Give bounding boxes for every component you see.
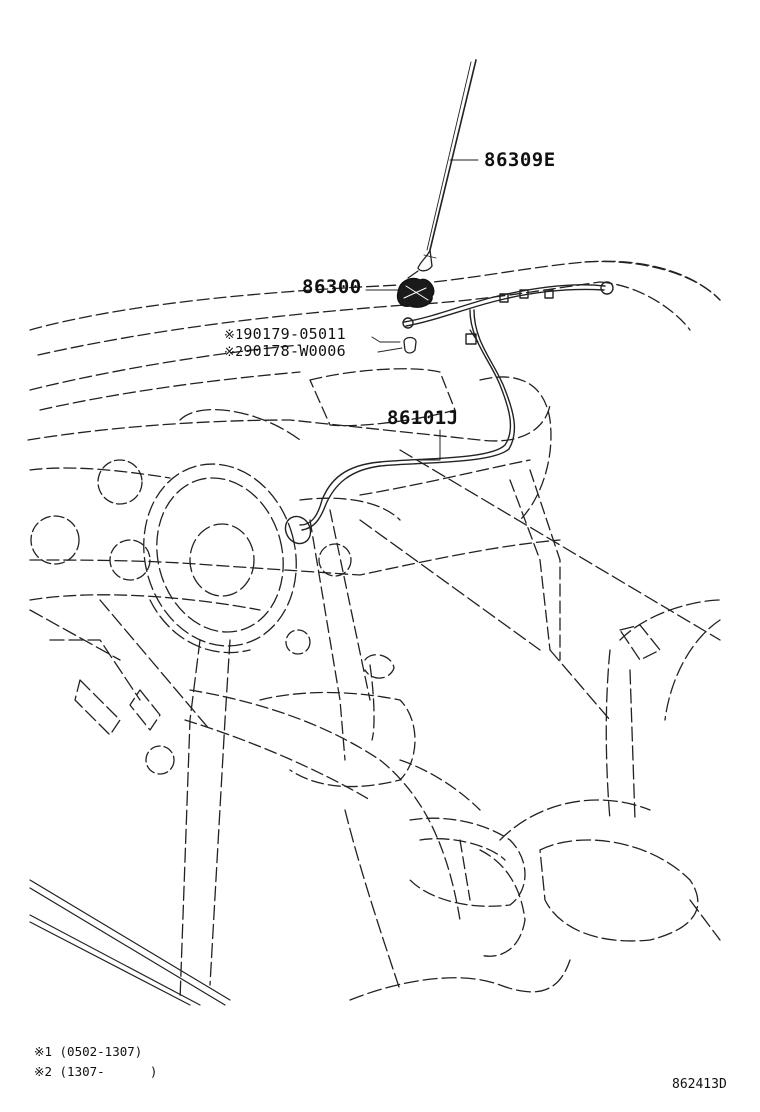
fastener-number: 90178-W0006 (243, 342, 346, 360)
part-label-86101j: 86101J (387, 407, 459, 429)
gauge-cluster (30, 459, 352, 775)
fastener-ref-1: ※190179-05011 (224, 325, 346, 343)
footnote-2: ※2 (1307- ) (34, 1064, 158, 1079)
footnote-mark: ※1 (34, 1044, 52, 1059)
footnote-range: (0502-1307) (59, 1044, 143, 1059)
center-console (184, 509, 526, 957)
leader-lines (365, 159, 479, 461)
floor-outline (29, 599, 211, 736)
lower-left-rails (29, 879, 231, 1006)
dashboard-top-outline (29, 260, 721, 411)
grommet (403, 336, 417, 354)
footnote-range: (1307- ) (59, 1064, 158, 1079)
dashboard-body (27, 368, 561, 661)
steering-wheel (143, 408, 301, 1001)
fastener-mark: ※2 (224, 345, 244, 360)
antenna-rod (417, 59, 477, 272)
part-label-86309e: 86309E (484, 149, 556, 171)
seat-outline (344, 449, 721, 1001)
antenna-cord (284, 281, 614, 545)
fastener-ref-2: ※290178-W0006 (224, 342, 346, 360)
figure-code: 862413D (672, 1077, 727, 1092)
fastener-mark: ※1 (224, 328, 244, 343)
footnote-mark: ※2 (34, 1064, 52, 1079)
footnote-1: ※1 (0502-1307) (34, 1044, 143, 1059)
fastener-number: 90179-05011 (243, 325, 346, 343)
part-label-86300: 86300 (302, 276, 362, 298)
antenna-base (396, 270, 435, 308)
